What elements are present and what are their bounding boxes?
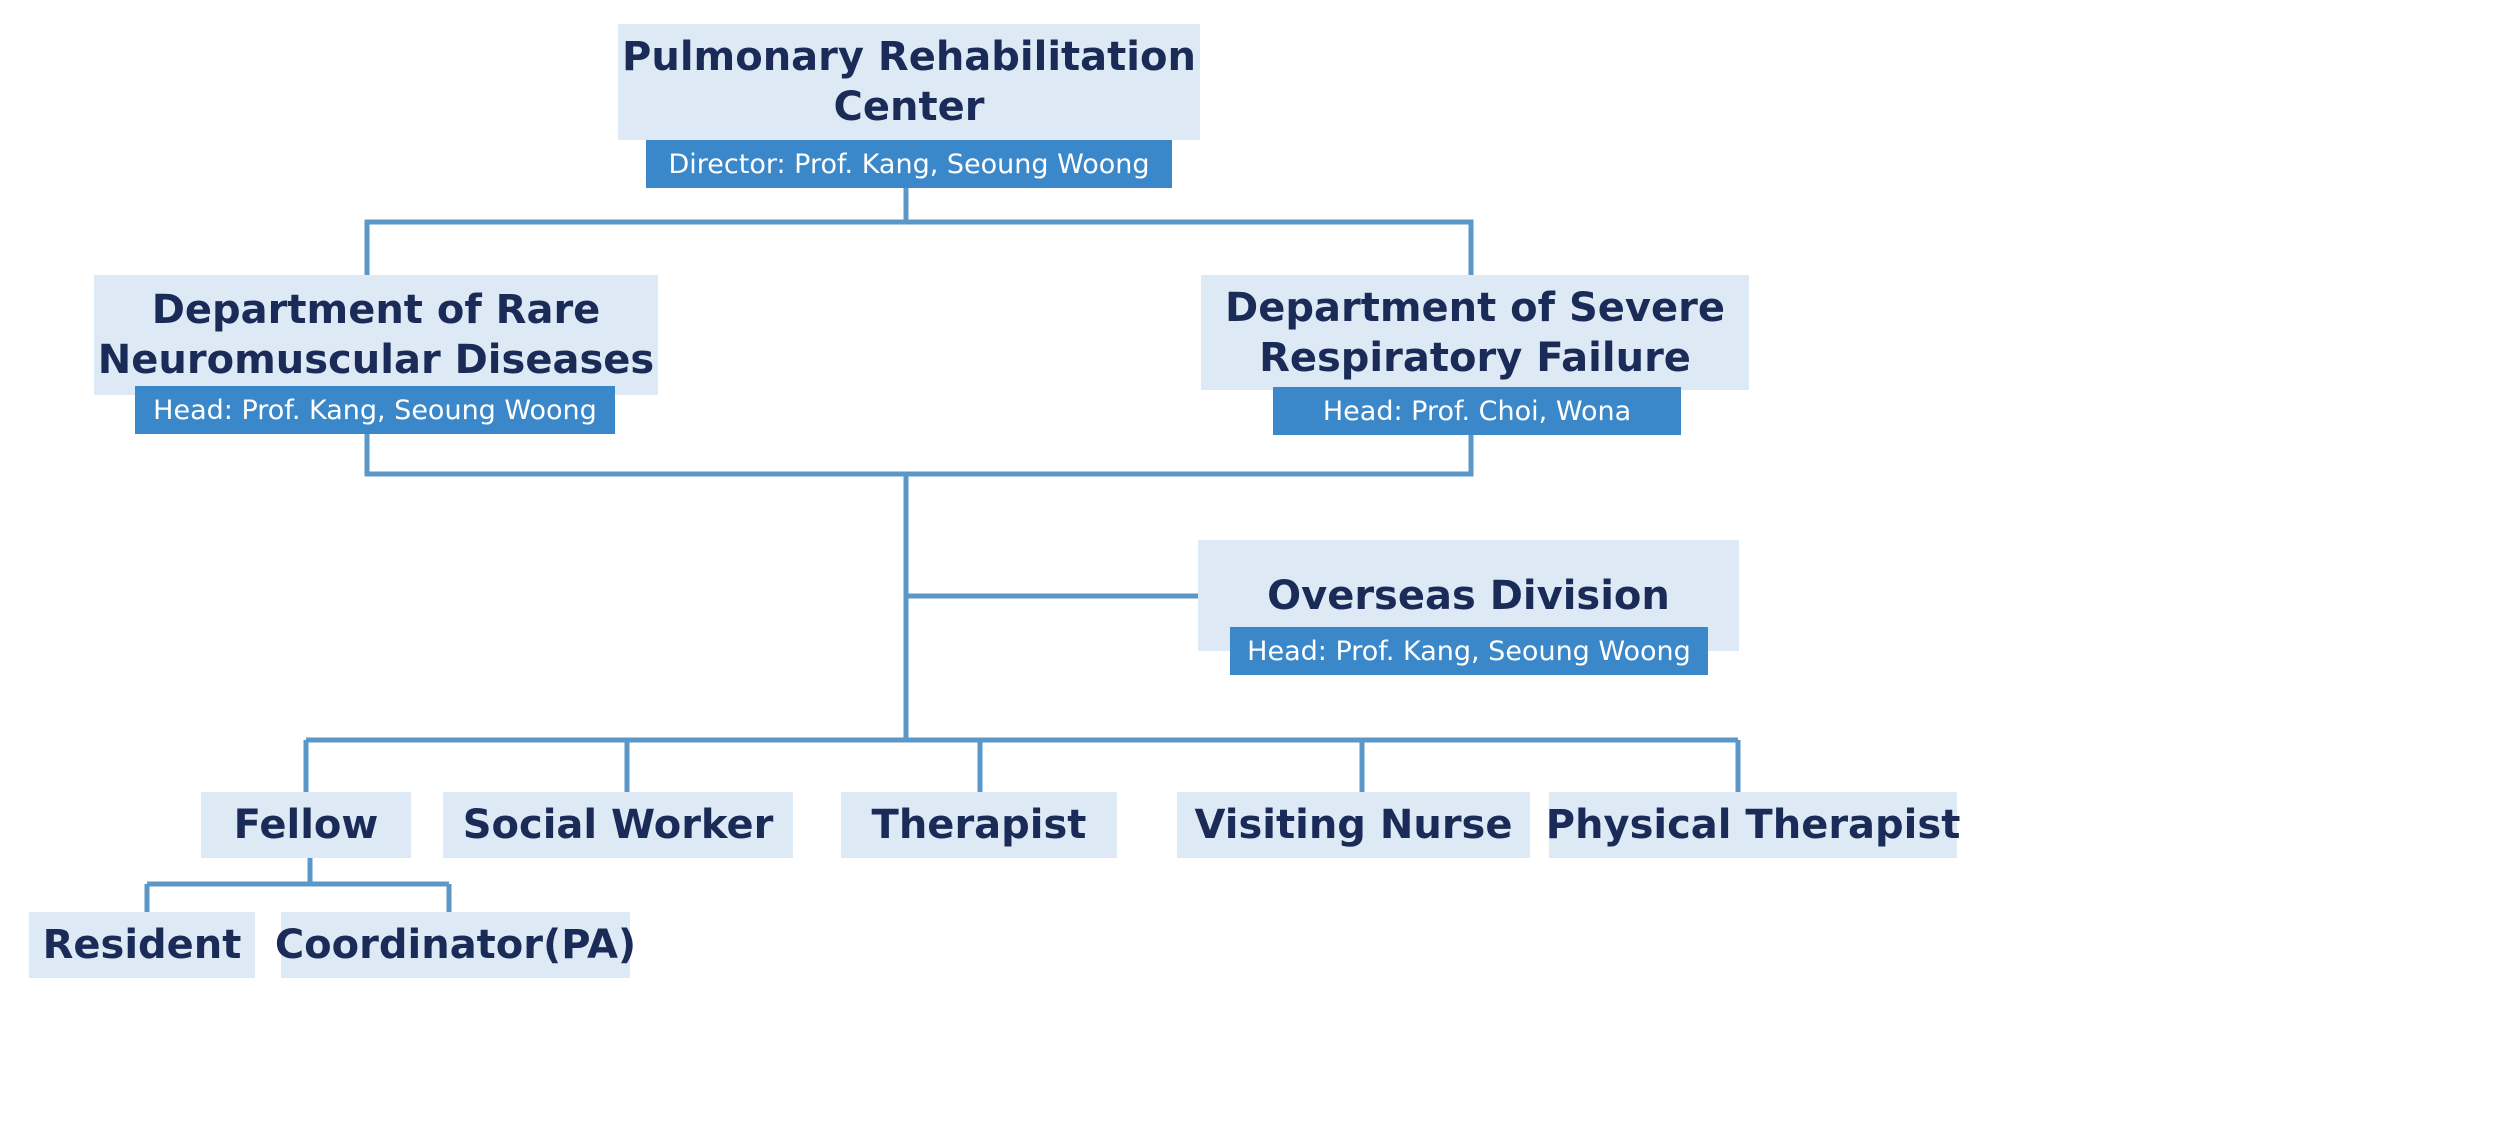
center-box: Pulmonary Rehabilitation Center [618, 24, 1200, 140]
staff-resident-box: Resident [29, 912, 255, 978]
connector-departments-merge [364, 432, 1474, 740]
staff-social-worker-box: Social Worker [443, 792, 793, 858]
center-director-label: Director: Prof. Kang, Seoung Woong [668, 148, 1150, 180]
department-rare-neuromuscular-head-label: Head: Prof. Kang, Seoung Woong [153, 394, 597, 426]
staff-fellow-label: Fellow [233, 802, 379, 848]
staff-fellow-box: Fellow [201, 792, 411, 858]
connector-fellow-to-sub [144, 858, 452, 912]
overseas-division-title: Overseas Division [1267, 572, 1670, 619]
connector-center-to-departments [364, 188, 1474, 275]
staff-therapist-box: Therapist [841, 792, 1117, 858]
staff-resident-label: Resident [42, 922, 242, 968]
staff-visiting-nurse-label: Visiting Nurse [1194, 802, 1513, 848]
center-director-tag: Director: Prof. Kang, Seoung Woong [646, 140, 1172, 188]
staff-therapist-label: Therapist [871, 802, 1087, 848]
overseas-division-head-tag: Head: Prof. Kang, Seoung Woong [1230, 627, 1708, 675]
overseas-division-head-label: Head: Prof. Kang, Seoung Woong [1247, 635, 1691, 667]
staff-social-worker-label: Social Worker [462, 802, 774, 848]
staff-physical-therapist-box: Physical Therapist [1546, 792, 1960, 858]
department-severe-respiratory-box: Department of Severe Respiratory Failure [1201, 275, 1749, 390]
department-severe-respiratory-head-label: Head: Prof. Choi, Wona [1322, 395, 1632, 427]
staff-visiting-nurse-box: Visiting Nurse [1177, 792, 1530, 858]
staff-coordinator-label: Coordinator(PA) [274, 922, 637, 968]
department-rare-neuromuscular-head-tag: Head: Prof. Kang, Seoung Woong [135, 386, 615, 434]
department-rare-neuromuscular-box: Department of Rare Neuromuscular Disease… [94, 275, 658, 395]
department-severe-respiratory-title: Department of Severe Respiratory Failure [1225, 284, 1725, 381]
staff-physical-therapist-label: Physical Therapist [1545, 802, 1961, 848]
department-severe-respiratory-head-tag: Head: Prof. Choi, Wona [1273, 387, 1681, 435]
connector-staff-bus [303, 737, 1741, 792]
staff-coordinator-box: Coordinator(PA) [275, 912, 636, 978]
center-title: Pulmonary Rehabilitation Center [622, 34, 1196, 130]
department-rare-neuromuscular-title: Department of Rare Neuromuscular Disease… [97, 287, 655, 383]
